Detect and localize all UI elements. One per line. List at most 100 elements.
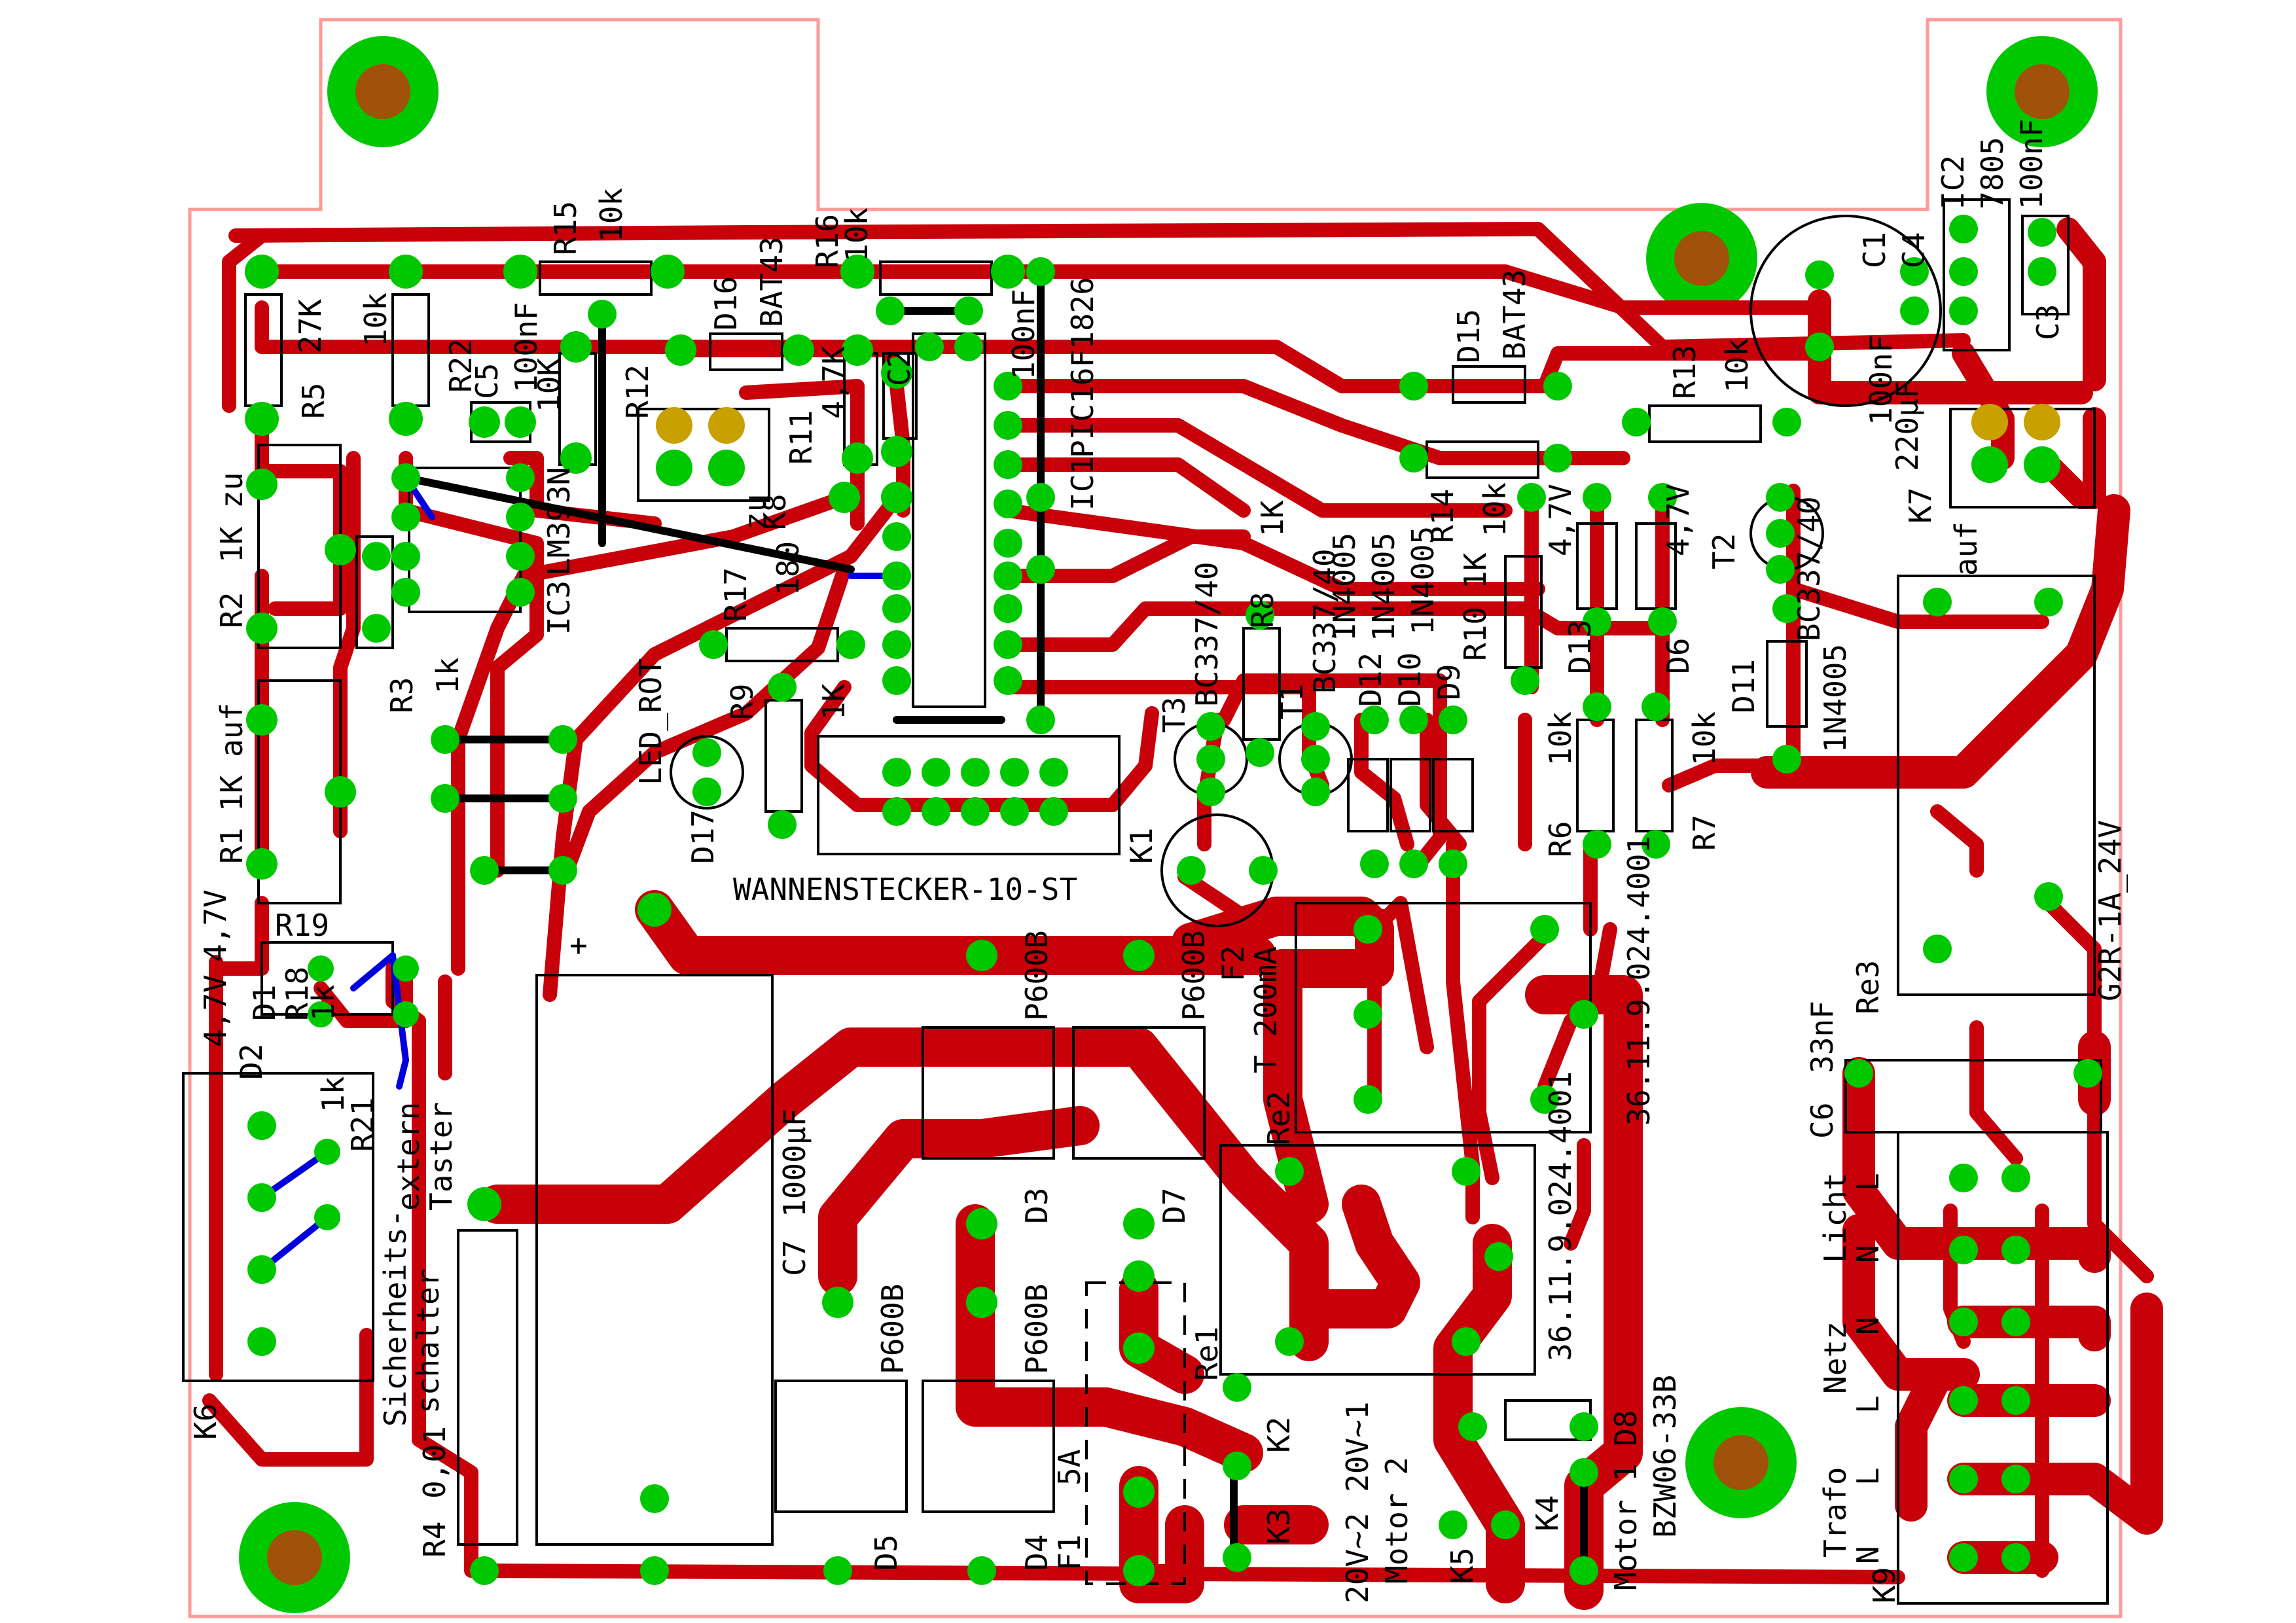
k8-screw — [656, 407, 692, 444]
signal-traces — [202, 222, 2154, 1584]
label-trafo: Trafo — [1818, 1467, 1853, 1558]
pad — [1301, 745, 1330, 774]
pad — [470, 856, 499, 885]
label-r10-value: 1K — [1458, 552, 1493, 589]
pad — [836, 630, 865, 659]
label-c6-value: 33nF — [1804, 1001, 1840, 1073]
label-k4: K4 — [1530, 1495, 1565, 1531]
label-d13: D13 — [1562, 620, 1598, 674]
label-t2-value: BC337/40 — [1791, 496, 1827, 641]
label-k2: K2 — [1261, 1417, 1297, 1453]
pad — [881, 357, 912, 389]
pad — [1123, 1208, 1155, 1240]
pad — [640, 1556, 669, 1585]
pad — [1246, 601, 1274, 630]
label-motor1: Motor 1 — [1608, 1463, 1643, 1590]
ic1-pin — [954, 332, 983, 361]
ic1-pin — [994, 411, 1022, 440]
label-k6-extern: extern — [391, 1102, 426, 1211]
label-k7-value: auf — [1948, 522, 1984, 576]
pad — [1923, 935, 1952, 963]
label-d1: D1 — [247, 985, 282, 1021]
label-c7: C7 — [777, 1240, 812, 1276]
pad — [246, 613, 278, 644]
pad — [1275, 1157, 1304, 1186]
d10-body — [1390, 758, 1431, 832]
mounting-hole-core — [267, 1530, 322, 1585]
label-d6: D6 — [1660, 638, 1696, 674]
label-d2-value: 4,7V — [198, 974, 233, 1047]
ic3-pin — [506, 463, 535, 492]
pad — [1249, 856, 1278, 885]
k1-pin — [1039, 797, 1068, 826]
label-d13-value: 4,7V — [1543, 484, 1578, 556]
label-r13-value: 10k — [1719, 338, 1755, 393]
pad — [637, 893, 672, 927]
pad — [1583, 607, 1611, 636]
re1-body — [1219, 1144, 1536, 1376]
ic1-pin — [994, 450, 1022, 479]
label-d7-value: P600B — [1176, 931, 1211, 1021]
label-safety-1: Sicherheits- — [378, 1209, 413, 1427]
pad — [842, 334, 873, 366]
k6-pin — [247, 1183, 276, 1212]
pad — [1648, 483, 1677, 512]
label-k3: K3 — [1261, 1508, 1297, 1544]
ic3-pin — [506, 578, 535, 607]
label-ic3: IC3 — [541, 580, 577, 635]
label-r5-value: 27K — [293, 299, 328, 353]
label-c2: C2 — [882, 350, 917, 386]
pad — [1399, 705, 1428, 734]
k7-screw — [1971, 404, 2008, 440]
pad — [548, 784, 577, 813]
k1-pin — [922, 758, 950, 787]
label-r18-value: 1k — [306, 985, 341, 1021]
k9-pin — [1949, 1465, 1978, 1493]
pad — [1026, 257, 1055, 286]
pad — [308, 1001, 334, 1027]
r16-body — [879, 260, 993, 296]
pad — [1196, 777, 1225, 806]
ic1-pin — [994, 594, 1022, 623]
pad — [1844, 1059, 1873, 1088]
pad — [1766, 519, 1795, 548]
label-d5-value: P600B — [875, 1284, 910, 1374]
component-labels: R15 10k R16 10k D16 BAT43 R5 27K R22 10k… — [188, 119, 2128, 1603]
pad — [246, 704, 278, 736]
pads — [245, 215, 2102, 1586]
pad — [1026, 705, 1055, 734]
d5-body — [774, 1380, 908, 1513]
label-d1-value: 4,7V — [198, 889, 233, 962]
label-d8-value: BZW06-33B — [1647, 1375, 1683, 1538]
label-d7: D7 — [1157, 1188, 1192, 1224]
label-r17: R17 — [718, 567, 753, 622]
pad — [389, 255, 423, 289]
r6-body — [1576, 719, 1615, 832]
label-c2-value: 100nF — [1006, 289, 1041, 380]
pad — [246, 469, 278, 500]
pad — [966, 1287, 997, 1318]
pad — [699, 630, 728, 659]
label-r12-value: 10K — [531, 358, 567, 412]
ic1-pin — [882, 666, 911, 695]
label-r11: R11 — [783, 410, 819, 465]
pad — [2073, 1059, 2102, 1088]
label-r11-value: 4,7K — [816, 346, 852, 419]
k1-pin — [882, 758, 911, 787]
k9-pin — [1949, 1386, 1978, 1415]
label-re1-value: 36.11.9.024.4001 — [1543, 1071, 1578, 1361]
label-ic3-value: LM393N — [541, 467, 577, 576]
pad — [1949, 296, 1978, 325]
pad — [1805, 332, 1834, 361]
k1-body — [817, 735, 1121, 855]
k9-pin — [1949, 1236, 1978, 1264]
label-r7-value: 10k — [1687, 711, 1722, 766]
pad — [692, 738, 721, 767]
label-re2: Re2 — [1261, 1091, 1297, 1145]
pad — [362, 614, 391, 643]
label-k9: K9 — [1867, 1567, 1902, 1603]
label-k1-value: WANNENSTECKER-10-ST — [733, 872, 1077, 907]
pad — [1458, 1412, 1487, 1441]
ic3-pin — [391, 578, 420, 607]
